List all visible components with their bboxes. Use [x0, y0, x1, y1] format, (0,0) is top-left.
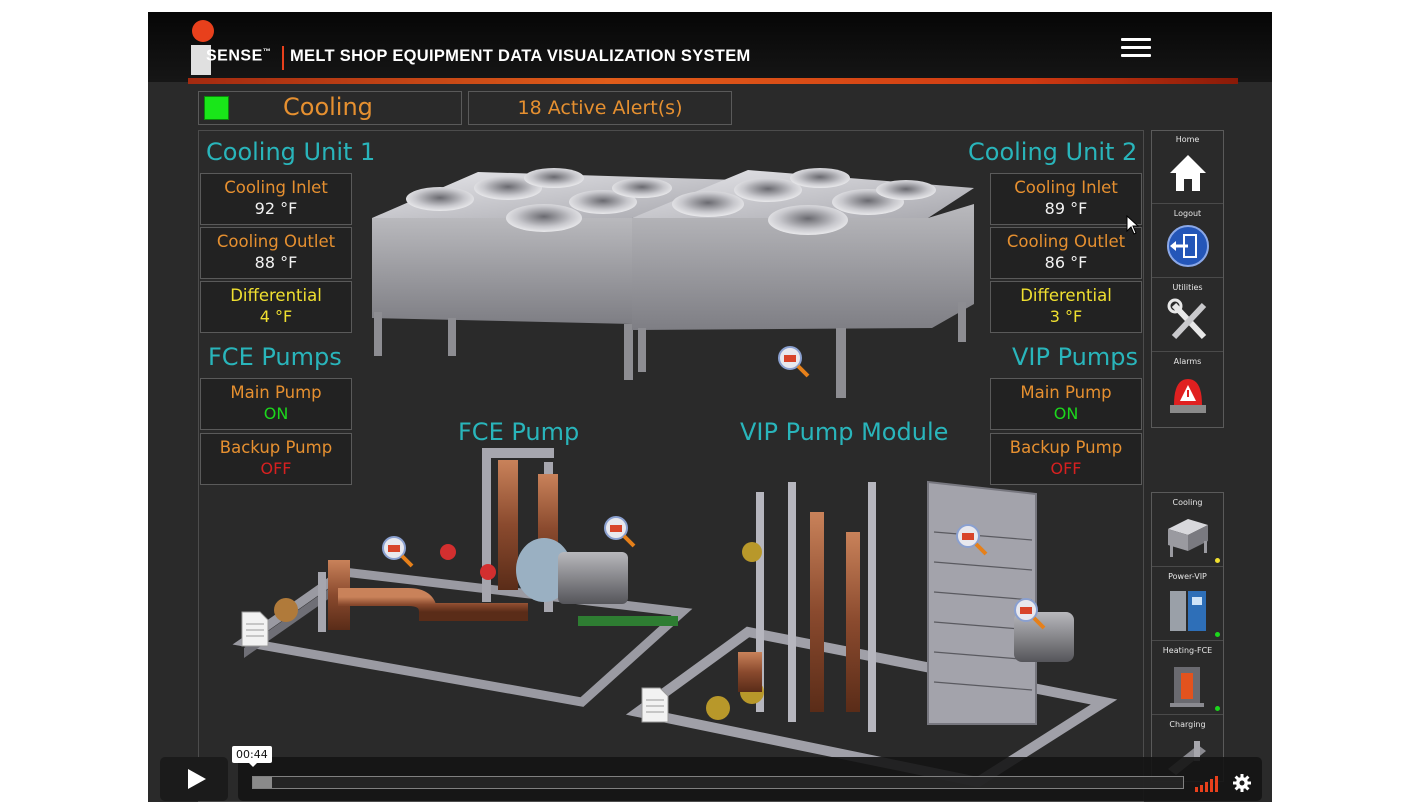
fce-pumps-title: FCE Pumps: [208, 343, 342, 371]
vip-pump-module-title: VIP Pump Module: [740, 418, 949, 446]
cooling-status-led: [1215, 558, 1220, 563]
home-button[interactable]: Home: [1152, 131, 1223, 204]
fce-pump-title: FCE Pump: [458, 418, 580, 446]
progress-fill: [253, 777, 272, 788]
cu2-outlet-box: Cooling Outlet 86 °F: [990, 227, 1142, 279]
logout-button[interactable]: Logout: [1152, 205, 1223, 278]
cu1-inlet-label: Cooling Inlet: [224, 178, 328, 197]
progress-bar[interactable]: [252, 776, 1184, 789]
hamburger-menu-icon[interactable]: [1121, 38, 1151, 60]
app-title: MELT SHOP EQUIPMENT DATA VISUALIZATION S…: [290, 47, 751, 65]
fce-backup-pump-label: Backup Pump: [219, 438, 333, 457]
play-button[interactable]: [160, 757, 228, 801]
power-vip-status-led: [1215, 632, 1220, 637]
app-header: SENSE™ MELT SHOP EQUIPMENT DATA VISUALIZ…: [148, 12, 1272, 82]
vip-backup-pump-label: Backup Pump: [1009, 438, 1123, 457]
cu1-inlet-box: Cooling Inlet 92 °F: [200, 173, 352, 225]
power-vip-nav-button[interactable]: Power-VIP: [1152, 567, 1223, 641]
pdf-search-icon[interactable]: [954, 522, 988, 556]
logo-bar: [191, 45, 211, 75]
alarms-label: Alarms: [1173, 357, 1202, 366]
document-icon[interactable]: [240, 610, 270, 648]
cu2-differential-value: 3 °F: [1049, 307, 1083, 326]
timestamp-tooltip: 00:44: [232, 746, 272, 763]
vip-main-pump-label: Main Pump: [1020, 383, 1112, 402]
pdf-search-icon[interactable]: [776, 344, 810, 378]
volume-icon[interactable]: [1194, 776, 1220, 792]
cu1-outlet-box: Cooling Outlet 88 °F: [200, 227, 352, 279]
mode-label: Cooling: [283, 93, 373, 121]
cooling-nav-label: Cooling: [1172, 498, 1203, 507]
vip-backup-pump-value: OFF: [1050, 459, 1082, 478]
cu1-inlet-value: 92 °F: [254, 199, 298, 218]
vip-pumps-title: VIP Pumps: [1012, 343, 1138, 371]
home-icon: [1170, 155, 1206, 191]
equipment-nav-panel: Cooling Power-VIP Heating-FCE: [1151, 492, 1224, 782]
mouse-cursor-icon: [1126, 215, 1140, 235]
logo-divider: [282, 46, 284, 70]
utilities-label: Utilities: [1172, 283, 1203, 292]
fce-backup-pump-value: OFF: [260, 459, 292, 478]
furnace-icon: [1170, 667, 1204, 707]
vip-backup-pump-box: Backup Pump OFF: [990, 433, 1142, 485]
video-player-controls: 00:44: [148, 746, 1272, 802]
heating-fce-status-led: [1215, 706, 1220, 711]
settings-gear-icon[interactable]: [1232, 773, 1252, 793]
video-frame: SENSE™ MELT SHOP EQUIPMENT DATA VISUALIZ…: [148, 12, 1272, 802]
cu1-differential-label: Differential: [230, 286, 322, 305]
cooling-unit-2-title: Cooling Unit 2: [968, 138, 1138, 166]
cu2-inlet-box: Cooling Inlet 89 °F: [990, 173, 1142, 225]
mode-indicator: [204, 96, 229, 120]
nav-panel: Home Logout Utilities Alarms: [1151, 130, 1224, 428]
cu2-outlet-value: 86 °F: [1044, 253, 1088, 272]
cu2-inlet-label: Cooling Inlet: [1014, 178, 1118, 197]
fce-main-pump-label: Main Pump: [230, 383, 322, 402]
cu1-outlet-value: 88 °F: [254, 253, 298, 272]
header-accent-line: [188, 78, 1238, 84]
fce-main-pump-box: Main Pump ON: [200, 378, 352, 430]
power-vip-nav-label: Power-VIP: [1168, 572, 1207, 581]
cu1-differential-box: Differential 4 °F: [200, 281, 352, 333]
tools-icon: [1167, 298, 1207, 340]
heating-fce-nav-button[interactable]: Heating-FCE: [1152, 641, 1223, 715]
vip-main-pump-box: Main Pump ON: [990, 378, 1142, 430]
document-icon[interactable]: [640, 686, 670, 724]
fce-backup-pump-box: Backup Pump OFF: [200, 433, 352, 485]
utilities-button[interactable]: Utilities: [1152, 279, 1223, 352]
play-icon: [188, 769, 206, 789]
main-panel: [198, 130, 1144, 802]
cu2-outlet-label: Cooling Outlet: [1006, 232, 1126, 251]
cooling-nav-button[interactable]: Cooling: [1152, 493, 1223, 567]
cu2-differential-box: Differential 3 °F: [990, 281, 1142, 333]
mode-status: Cooling: [198, 91, 462, 125]
home-label: Home: [1175, 135, 1200, 144]
cu1-differential-value: 4 °F: [259, 307, 293, 326]
timebar: [238, 757, 1262, 801]
logo-text: SENSE™: [206, 47, 272, 65]
pdf-search-icon[interactable]: [1012, 596, 1046, 630]
alarms-button[interactable]: Alarms: [1152, 353, 1223, 426]
pdf-search-icon[interactable]: [602, 514, 636, 548]
cu1-outlet-label: Cooling Outlet: [216, 232, 336, 251]
fce-main-pump-value: ON: [263, 404, 289, 423]
logo-dot: [192, 20, 214, 42]
power-cabinet-icon: [1170, 591, 1206, 631]
charging-nav-label: Charging: [1169, 720, 1206, 729]
vip-main-pump-value: ON: [1053, 404, 1079, 423]
pdf-search-icon[interactable]: [380, 534, 414, 568]
alarm-beacon-icon: [1170, 379, 1206, 413]
cooling-unit-1-title: Cooling Unit 1: [206, 138, 376, 166]
cooling-unit-icon: [1168, 519, 1208, 557]
cu2-inlet-value: 89 °F: [1044, 199, 1088, 218]
logout-icon: [1167, 225, 1209, 267]
logout-label: Logout: [1173, 209, 1202, 218]
active-alerts-button[interactable]: 18 Active Alert(s): [468, 91, 732, 125]
equipment-illustration: [232, 168, 1118, 788]
heating-fce-nav-label: Heating-FCE: [1162, 646, 1213, 655]
timestamp-tooltip-arrow: [249, 763, 257, 767]
cu2-differential-label: Differential: [1020, 286, 1112, 305]
